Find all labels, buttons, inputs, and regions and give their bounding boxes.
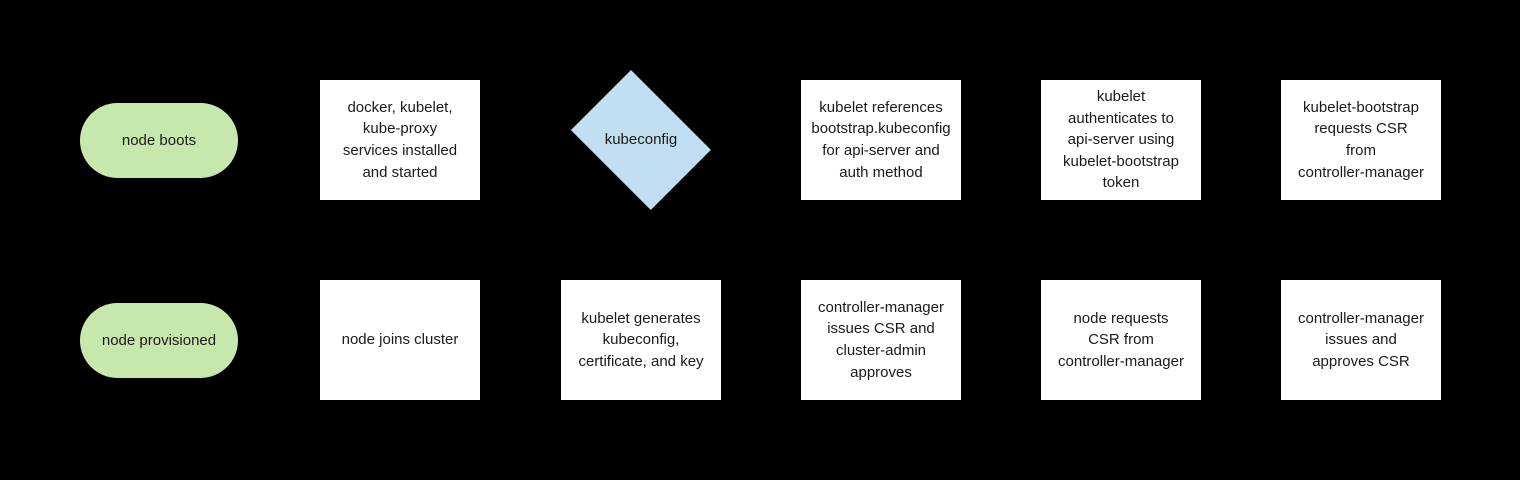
label-line: from — [1346, 142, 1376, 159]
label-line: for api-server and — [822, 142, 940, 159]
label-line: services installed — [342, 142, 458, 159]
flow-node-label: node joins cluster — [320, 329, 480, 351]
label-line: token — [1102, 174, 1140, 192]
label-line: kubeconfig, — [602, 331, 680, 349]
flow-node-label: kubelet generates kubeconfig, certificate,… — [561, 308, 721, 373]
flow-node-label: docker, kubelet, kube-proxy services insta… — [320, 97, 480, 183]
label-line: issues CSR and — [827, 320, 935, 338]
label-line: node provisioned — [101, 331, 217, 349]
flow-node-label: kubeconfig — [561, 129, 721, 151]
flow-node-controller-manager-issues-csr[interactable]: controller-manager issues CSR and cluster-… — [801, 280, 961, 400]
label-line: controller-manager — [1058, 352, 1184, 370]
flow-node-label: node provisioned — [80, 330, 238, 352]
label-line: authenticates to — [1068, 109, 1174, 127]
flow-node-label: controller-manager issues and approves CSR — [1281, 308, 1441, 373]
label-line: kubelet generates — [581, 309, 701, 327]
label-line: controller-manager — [1298, 309, 1424, 327]
label-line: requests CSR — [1314, 120, 1408, 138]
label-line: controller-manager — [818, 298, 944, 316]
flow-node-kubelet-bootstrap-requests-csr[interactable]: kubelet-bootstrap requests CSR from control… — [1281, 80, 1441, 200]
label-line: issues and — [1325, 331, 1397, 349]
label-line: kubelet references — [819, 98, 943, 116]
flow-node-node-boots[interactable]: node boots — [80, 103, 238, 178]
label-line: approves — [850, 363, 912, 381]
flow-node-kubelet-authenticates[interactable]: kubelet authenticates to api-server using k… — [1041, 80, 1201, 200]
flow-node-kubelet-references-bootstrap[interactable]: kubelet references bootstrap.kubeconfig fo… — [801, 80, 961, 200]
label-line: node boots — [121, 131, 197, 149]
flow-node-label: node boots — [80, 130, 238, 152]
flow-node-label: kubelet-bootstrap requests CSR from control… — [1281, 97, 1441, 183]
label-line: auth method — [839, 163, 923, 181]
flow-node-label: kubelet authenticates to api-server using k… — [1041, 86, 1201, 194]
label-line: node joins cluster — [341, 331, 459, 349]
label-line: api-server using — [1067, 131, 1175, 149]
flow-node-node-provisioned[interactable]: node provisioned — [80, 303, 238, 378]
label-line: bootstrap.kubeconfig — [811, 120, 951, 138]
label-line: cluster-admin — [835, 342, 927, 359]
label-line: and started — [362, 163, 438, 181]
label-line: CSR from — [1088, 331, 1154, 349]
label-line: kubeconfig — [604, 131, 678, 149]
flow-node-kubeconfig-decision[interactable]: kubeconfig — [561, 70, 721, 210]
label-line: node requests — [1073, 309, 1169, 327]
label-line: kube-proxy — [362, 120, 438, 138]
label-line: kubelet — [1096, 88, 1146, 106]
label-line: kubelet-bootstrap — [1303, 98, 1419, 116]
flow-node-node-joins-cluster[interactable]: node joins cluster — [320, 280, 480, 400]
flow-node-label: controller-manager issues CSR and cluster-… — [801, 297, 961, 383]
label-line: kubelet-bootstrap — [1063, 152, 1179, 170]
flow-node-controller-manager-approves-csr[interactable]: controller-manager issues and approves CSR — [1281, 280, 1441, 400]
label-line: certificate, and key — [578, 352, 704, 370]
label-line: docker, kubelet, — [347, 98, 453, 116]
label-line: controller-manager — [1298, 163, 1424, 181]
flow-node-label: kubelet references bootstrap.kubeconfig fo… — [801, 97, 961, 183]
flow-node-kubelet-generates[interactable]: kubelet generates kubeconfig, certificate,… — [561, 280, 721, 400]
flow-node-services-installed[interactable]: docker, kubelet, kube-proxy services insta… — [320, 80, 480, 200]
label-line: approves CSR — [1312, 352, 1410, 370]
